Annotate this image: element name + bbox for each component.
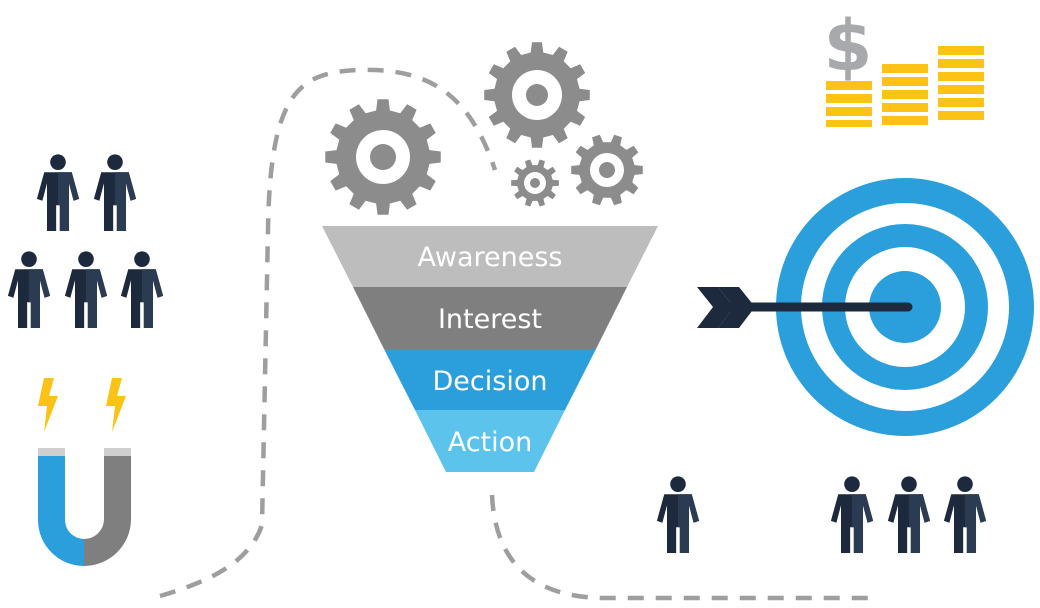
lightning-bolt-icon bbox=[38, 378, 58, 432]
gear-icon bbox=[325, 99, 441, 215]
sales-funnel: Awareness Interest Decision Action bbox=[322, 226, 658, 472]
lightning-bolt-icon bbox=[106, 378, 126, 432]
gear-icon bbox=[571, 134, 643, 206]
person-icon bbox=[943, 476, 987, 553]
funnel-stage-interest bbox=[353, 287, 627, 349]
funnel-stage-label-decision: Decision bbox=[433, 366, 548, 397]
person-icon bbox=[656, 476, 700, 553]
person-icon bbox=[830, 476, 874, 553]
gear-icon bbox=[511, 159, 559, 207]
person-icon bbox=[887, 476, 931, 553]
person-icon bbox=[64, 251, 108, 328]
dollar-coins-icon: $ bbox=[824, 5, 984, 127]
person-icon bbox=[36, 154, 80, 231]
arrow-icon bbox=[697, 287, 913, 328]
funnel-stage-decision bbox=[384, 349, 596, 410]
dashed-journey-path-left bbox=[159, 67, 498, 599]
person-icon bbox=[120, 251, 164, 328]
person-icon bbox=[7, 251, 51, 328]
audience-crowd bbox=[7, 154, 164, 328]
person-icon bbox=[93, 154, 137, 231]
dollar-sign: $ bbox=[824, 5, 873, 87]
converted-customers bbox=[656, 476, 987, 553]
magnet-icon bbox=[38, 448, 131, 566]
funnel-stage-action bbox=[415, 410, 565, 472]
gears-group bbox=[325, 42, 643, 215]
funnel-stage-label-action: Action bbox=[448, 427, 533, 458]
funnel-stage-awareness bbox=[322, 226, 658, 287]
gear-icon bbox=[484, 42, 590, 148]
funnel-stage-label-awareness: Awareness bbox=[418, 242, 563, 273]
funnel-stage-label-interest: Interest bbox=[438, 304, 542, 335]
dashed-journey-path-right bbox=[489, 494, 870, 601]
